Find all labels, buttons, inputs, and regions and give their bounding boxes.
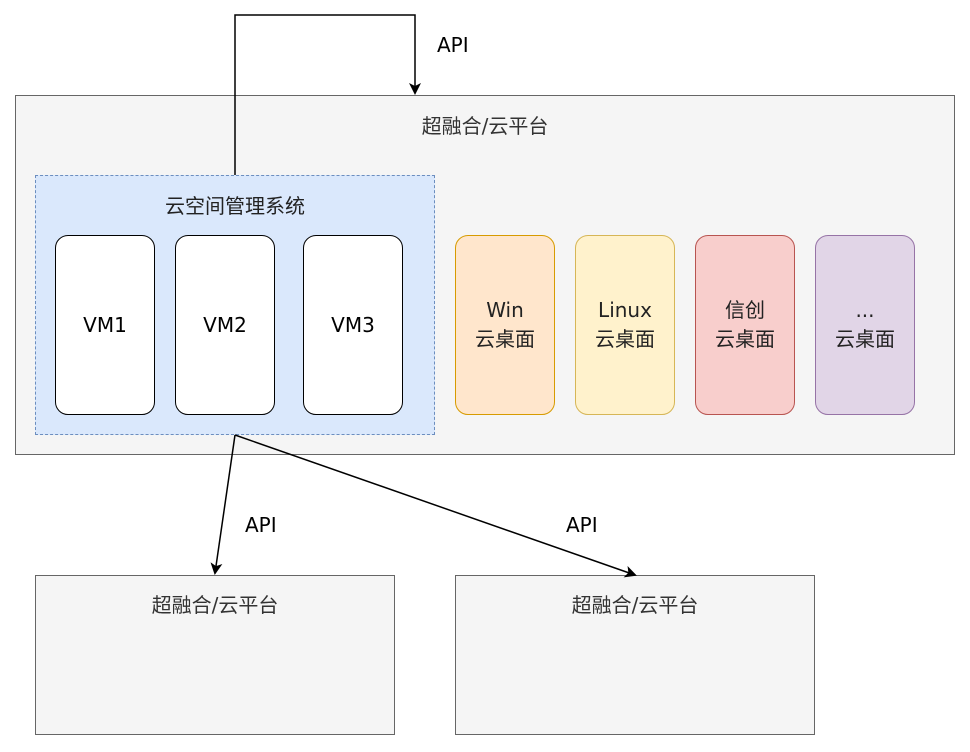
- desktop-win: Win 云桌面: [455, 235, 555, 415]
- vm-2: VM2: [175, 235, 275, 415]
- desktop-other-line1: ...: [855, 298, 875, 322]
- desktop-win-line1: Win: [486, 298, 524, 322]
- bottom-platform-right: 超融合/云平台: [455, 575, 815, 735]
- vm-1-label: VM1: [83, 313, 127, 337]
- vm-3: VM3: [303, 235, 403, 415]
- desktop-other-line2: 云桌面: [835, 327, 895, 351]
- connector-left-api: [210, 434, 236, 575]
- desktop-xinchuang: 信创 云桌面: [695, 235, 795, 415]
- desktop-linux-line2: 云桌面: [595, 327, 655, 351]
- vm-2-label: VM2: [203, 313, 247, 337]
- management-system-title: 云空间管理系统: [165, 194, 305, 218]
- vm-3-label: VM3: [331, 313, 375, 337]
- api-label-right: API: [566, 513, 598, 537]
- desktop-linux: Linux 云桌面: [575, 235, 675, 415]
- desktop-other: ... 云桌面: [815, 235, 915, 415]
- desktop-linux-line1: Linux: [598, 298, 652, 322]
- bottom-platform-right-title: 超融合/云平台: [571, 593, 699, 617]
- desktop-xinchuang-line2: 云桌面: [715, 327, 775, 351]
- connector-right-api: [234, 434, 637, 578]
- api-label-left: API: [245, 513, 277, 537]
- bottom-platform-left-title: 超融合/云平台: [151, 593, 279, 617]
- api-label-top: API: [437, 33, 469, 57]
- vm-1: VM1: [55, 235, 155, 415]
- top-platform-title: 超融合/云平台: [421, 114, 549, 138]
- desktop-xinchuang-line1: 信创: [725, 298, 765, 322]
- desktop-win-line2: 云桌面: [475, 327, 535, 351]
- bottom-platform-left: 超融合/云平台: [35, 575, 395, 735]
